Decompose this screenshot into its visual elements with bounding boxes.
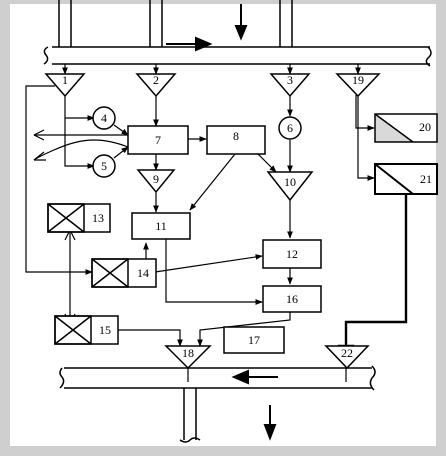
- crossed-box-node-13: 13: [47, 203, 111, 233]
- diagonal-box-node-21: 21: [374, 163, 438, 195]
- crossed-box-node-14: 14: [91, 258, 157, 288]
- node-2-label: 2: [153, 73, 159, 87]
- bottom-pipe: [59, 365, 376, 443]
- node-1-label: 1: [62, 73, 68, 87]
- circle-node-4: 4: [92, 106, 116, 130]
- node-20-label: 20: [419, 120, 431, 134]
- circle-node-6: 6: [278, 116, 302, 140]
- triangle-node-1: 1: [44, 73, 86, 98]
- node-15-label: 15: [99, 323, 111, 337]
- node-6-label: 6: [287, 121, 293, 135]
- box-node-11: 11: [131, 212, 191, 240]
- triangle-node-3: 3: [269, 73, 311, 98]
- top-pipe: [43, 0, 432, 67]
- circle-node-5: 5: [92, 154, 116, 178]
- node-18-label: 18: [182, 346, 194, 360]
- node-19-label: 19: [352, 73, 364, 87]
- node-22-label: 22: [341, 346, 353, 360]
- triangle-node-18: 18: [164, 345, 212, 370]
- connection-lines: [25, 64, 375, 382]
- node-9-label: 9: [153, 172, 159, 186]
- node-16-label: 16: [286, 292, 298, 306]
- top-flow-arrows: [166, 4, 248, 52]
- node-4-label: 4: [101, 111, 107, 125]
- node-14-label: 14: [137, 266, 149, 280]
- node-8-label: 8: [233, 129, 239, 143]
- node-17-label: 17: [248, 333, 260, 347]
- triangle-node-9: 9: [136, 169, 176, 194]
- node-11-label: 11: [155, 219, 167, 233]
- node-10-label: 10: [284, 175, 296, 189]
- triangle-node-10: 10: [266, 171, 314, 202]
- bottom-flow-arrows: [231, 369, 278, 441]
- node-13-label: 13: [92, 211, 104, 225]
- box-node-17: 17: [223, 326, 285, 354]
- node-3-label: 3: [287, 73, 293, 87]
- node-7-label: 7: [155, 133, 161, 147]
- triangle-node-22: 22: [324, 345, 370, 370]
- node-12-label: 12: [286, 247, 298, 261]
- box-node-8: 8: [206, 125, 266, 155]
- box-node-7: 7: [127, 125, 189, 155]
- diagonal-box-node-20: 20: [374, 113, 438, 143]
- node-5-label: 5: [101, 159, 107, 173]
- triangle-node-19: 19: [335, 73, 381, 98]
- crossed-box-node-15: 15: [54, 315, 119, 345]
- triangle-node-2: 2: [135, 73, 177, 98]
- thick-line-21-22: [337, 194, 408, 356]
- box-node-16: 16: [262, 285, 322, 313]
- box-node-12: 12: [262, 239, 322, 269]
- node-21-label: 21: [420, 172, 432, 186]
